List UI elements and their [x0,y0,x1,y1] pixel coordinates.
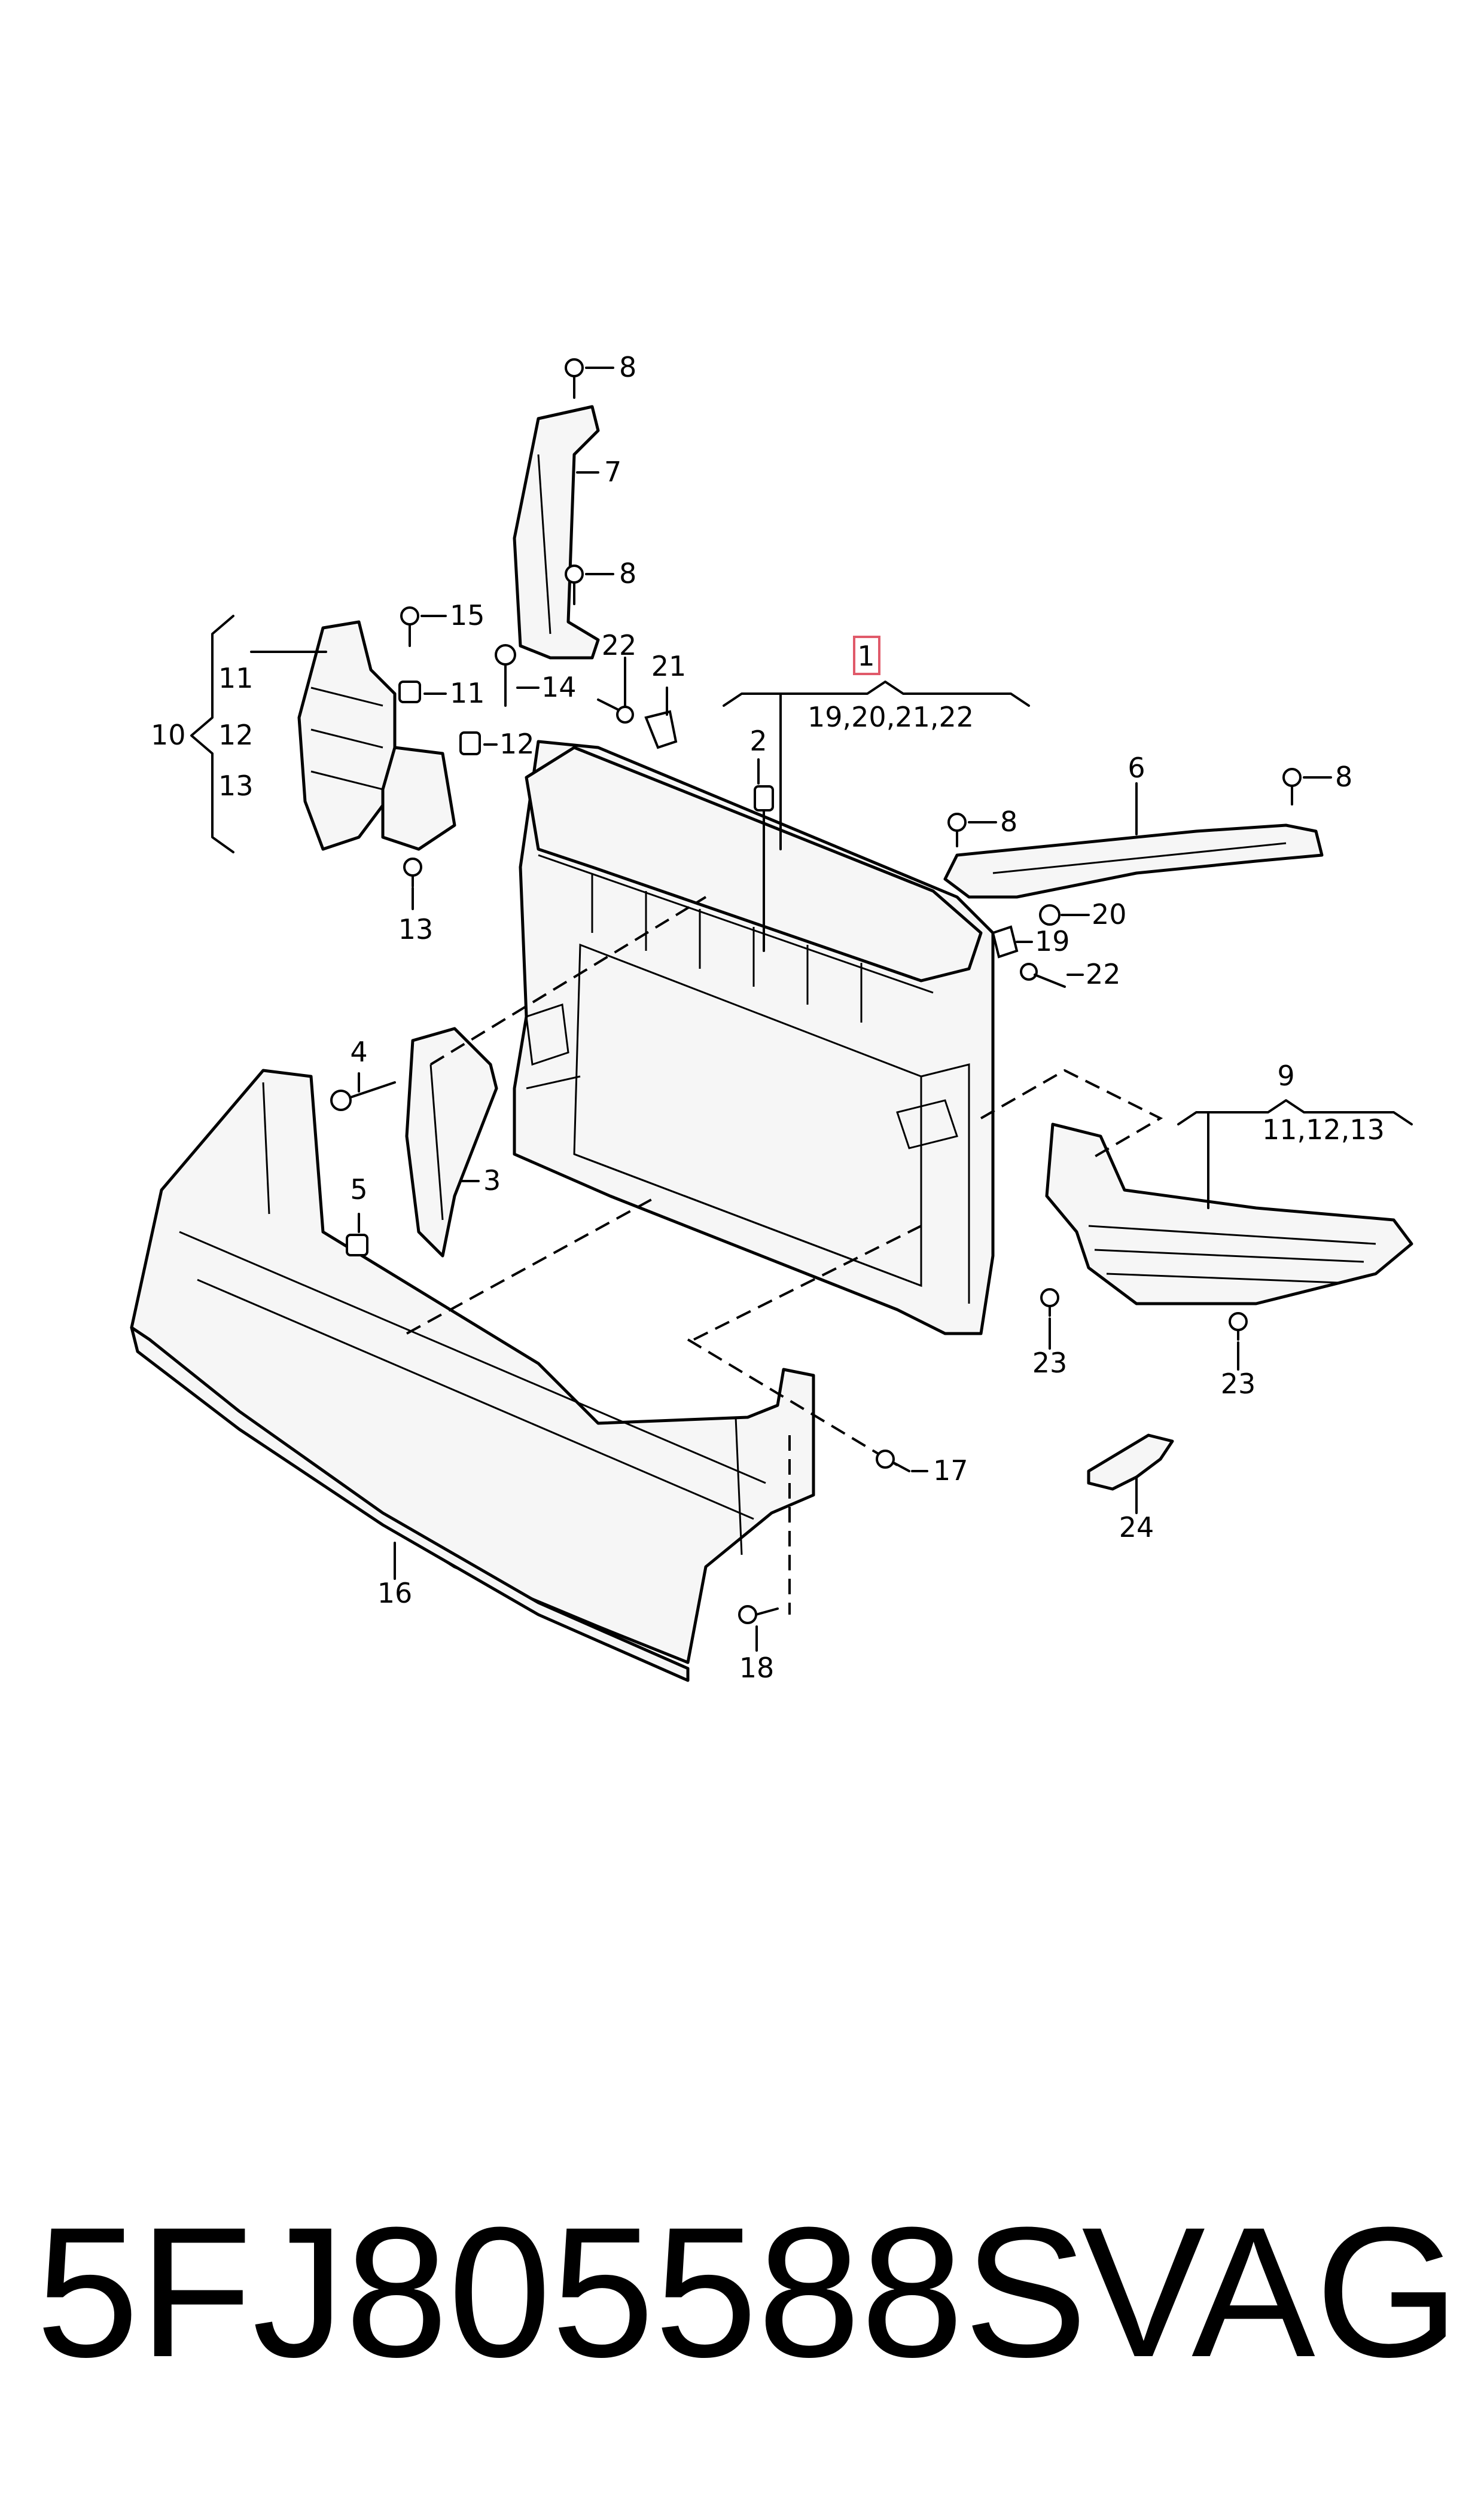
callout-9-sub: 11,12,13 [1262,1113,1385,1146]
callout-5: 5 [350,1173,367,1206]
callout-3: 3 [483,1164,501,1197]
callout-10: 10 [151,719,186,751]
callout-8-right-left: 8 [1000,806,1017,838]
callout-8-right: 8 [1335,761,1352,793]
callout-2: 2 [749,725,767,757]
callout-7: 7 [604,456,621,488]
callout-8-mid: 8 [619,557,636,590]
callout-1-sub: 19,20,21,22 [807,701,974,733]
callout-16: 16 [377,1577,413,1609]
callout-15: 15 [450,599,485,631]
callout-20: 20 [1092,898,1127,930]
callout-23-right: 23 [1221,1368,1256,1400]
callout-8-top: 8 [619,351,636,383]
fasteners [330,358,1302,1624]
callout-24: 24 [1119,1511,1154,1543]
left-strut [405,1027,498,1258]
left-air-guide [297,620,456,851]
right-air-guide [1045,1122,1413,1305]
callout-13: 13 [398,913,434,945]
assembly-lines [406,896,1163,1615]
right-upper-bracket [943,823,1324,899]
callout-6: 6 [1128,752,1145,784]
callout-21: 21 [651,650,687,682]
callout-22-left: 22 [602,629,637,661]
upper-left-bracket [513,405,600,660]
callout-23-left: 23 [1032,1347,1068,1379]
callout-10-13: 13 [218,770,254,802]
callout-17: 17 [933,1454,968,1487]
callout-labels: 1 19,20,21,22 2 3 4 5 6 7 8 8 8 8 9 11,1… [151,351,1385,1684]
callout-10-11: 11 [218,662,254,694]
callout-1: 1 [857,640,874,672]
callout-18: 18 [739,1652,775,1684]
brand-name: VAG [1081,2188,1459,2396]
callout-22-right: 22 [1086,958,1121,990]
part-number: 5FJ805588S [36,2188,1087,2396]
callout-9: 9 [1277,1060,1294,1092]
callout-12: 12 [499,728,535,760]
leader-lines [190,367,1413,1652]
callout-14: 14 [541,671,577,703]
callout-11: 11 [450,677,485,709]
front-end-carrier [513,740,995,1335]
callout-10-12: 12 [218,719,254,751]
callout-19: 19 [1035,925,1070,957]
callout-4: 4 [350,1036,367,1068]
highlight-box [853,636,880,675]
